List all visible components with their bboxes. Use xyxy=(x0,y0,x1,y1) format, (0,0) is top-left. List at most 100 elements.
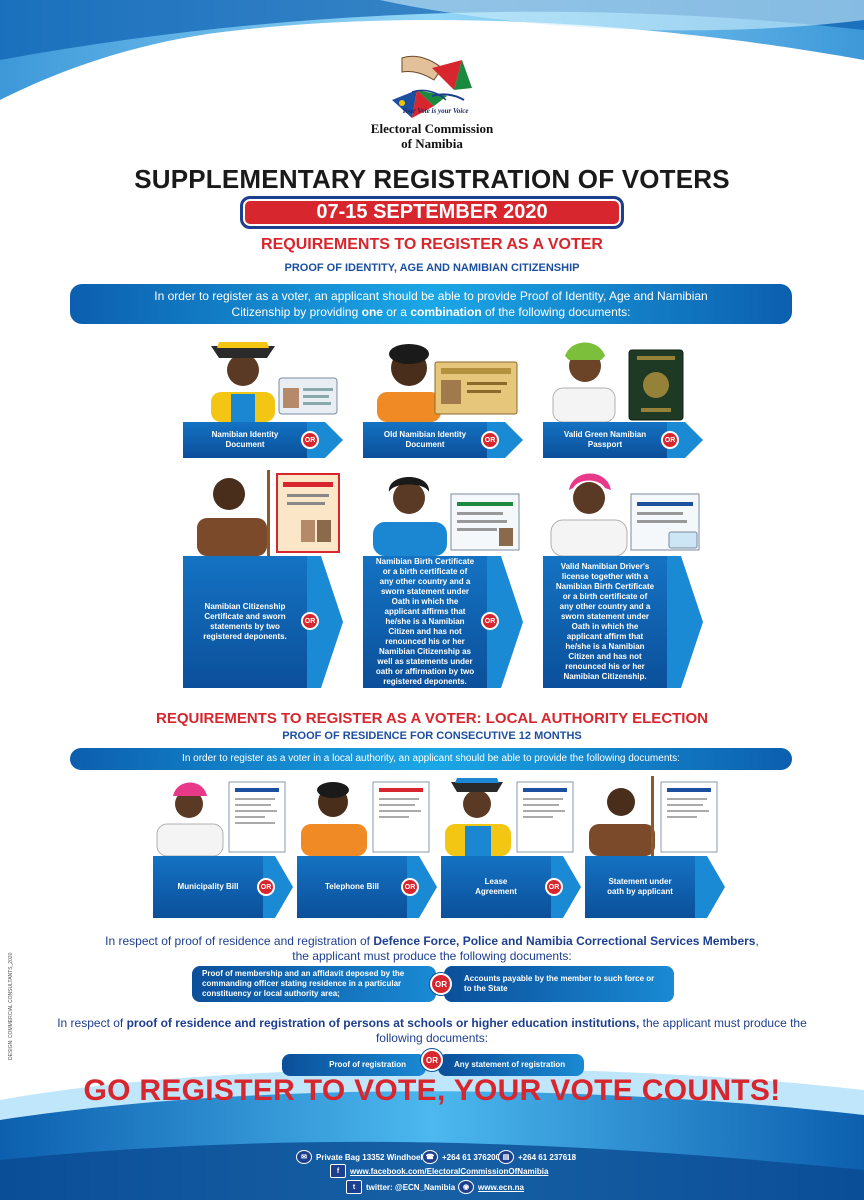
arrow-right-icon xyxy=(551,856,581,918)
intro-emphasis-combination: combination xyxy=(410,305,482,319)
or-badge: OR xyxy=(401,878,419,896)
arrow-right-icon xyxy=(263,856,293,918)
doc-card-namibian-id: Namibian Identity Document OR xyxy=(183,332,343,458)
intro-line2: Citizenship by providing one or a combin… xyxy=(70,304,792,320)
doc-label-municipality-bill: Municipality Bill xyxy=(153,856,263,918)
doc-card-green-passport: Valid Green Namibian Passport OR xyxy=(543,332,703,458)
defence-text-part: the applicant must produce the following… xyxy=(292,949,572,963)
schools-text-emphasis: proof of residence and registration of p… xyxy=(126,1016,640,1030)
local-authority-subtitle: PROOF OF RESIDENCE FOR CONSECUTIVE 12 MO… xyxy=(282,730,582,742)
or-badge: OR xyxy=(301,612,319,630)
arrow-right-icon xyxy=(695,856,725,918)
footer-phone: ☎+264 61 376200 xyxy=(422,1150,500,1164)
doc-label-statement-under-oath: Statement under oath by applicant xyxy=(585,856,695,918)
proof-subtitle: PROOF OF IDENTITY, AGE AND NAMIBIAN CITI… xyxy=(284,262,580,274)
doc-label-birth-certificate: Namibian Birth Certificate or a birth ce… xyxy=(363,556,487,688)
person-with-telephone-bill-illustration xyxy=(301,781,430,856)
mail-icon: ✉ xyxy=(296,1150,312,1164)
schools-option-proof: Proof of registration xyxy=(282,1054,426,1076)
design-credit: DESIGN: COMMERCIAL CONSULTANTS_2020 xyxy=(8,952,14,1060)
person-with-statement-illustration xyxy=(589,776,718,856)
or-badge: OR xyxy=(421,1049,443,1071)
person-with-passport-illustration xyxy=(552,342,684,422)
schools-text-part: the applicant must produce the xyxy=(639,1016,807,1030)
intro-emphasis-one: one xyxy=(361,305,383,319)
defence-text-part: In respect of proof of residence and reg… xyxy=(105,934,374,948)
footer-website[interactable]: ◉ www.ecn.na xyxy=(458,1180,524,1194)
doc-card-lease-agreement: Lease Agreement OR xyxy=(441,774,581,918)
doc-label-lease-agreement: Lease Agreement xyxy=(441,856,551,918)
defence-option-affidavit: Proof of membership and an affidavit dep… xyxy=(192,966,436,1002)
or-badge: OR xyxy=(430,973,452,995)
intro-text: Citizenship by providing xyxy=(231,305,362,319)
person-with-drivers-license-illustration xyxy=(550,473,700,556)
or-badge: OR xyxy=(257,878,275,896)
address-text: Private Bag 13352 Windhoek xyxy=(316,1152,425,1162)
phone-icon: ☎ xyxy=(422,1150,438,1164)
doc-label-namibian-id: Namibian Identity Document xyxy=(183,422,307,458)
doc-label-green-passport: Valid Green Namibian Passport xyxy=(543,422,667,458)
doc-card-birth-certificate: Namibian Birth Certificate or a birth ce… xyxy=(363,466,523,688)
twitter-handle[interactable]: twitter: @ECN_Namibia xyxy=(366,1182,456,1192)
defence-text-emphasis: Defence Force, Police and Namibia Correc… xyxy=(373,934,756,948)
local-authority-intro-bar: In order to register as a voter in a loc… xyxy=(70,748,792,770)
person-with-lease-agreement-illustration xyxy=(445,778,574,856)
arrow-right-icon xyxy=(307,422,343,458)
intro-line1: In order to register as a voter, an appl… xyxy=(154,289,708,303)
date-banner: 07-15 SEPTEMBER 2020 xyxy=(240,196,624,229)
top-ribbon-background xyxy=(0,0,864,100)
doc-card-drivers-license: Valid Namibian Driver's license together… xyxy=(543,466,703,688)
twitter-icon: t xyxy=(346,1180,362,1194)
schools-requirements-text: In respect of proof of residence and reg… xyxy=(40,1016,824,1046)
arrow-right-icon xyxy=(667,422,703,458)
arrow-right-icon xyxy=(307,556,343,688)
person-with-old-id-illustration xyxy=(377,344,518,422)
call-to-action: GO REGISTER TO VOTE, YOUR VOTE COUNTS! xyxy=(83,1074,781,1107)
facebook-link[interactable]: www.facebook.com/ElectoralCommissionOfNa… xyxy=(350,1166,549,1176)
or-badge: OR xyxy=(301,431,319,449)
or-badge: OR xyxy=(545,878,563,896)
arrow-right-icon xyxy=(407,856,437,918)
footer-address: ✉ Private Bag 13352 Windhoek xyxy=(296,1150,425,1164)
doc-card-citizenship-certificate: Namibian Citizenship Certificate and swo… xyxy=(183,466,343,688)
bottom-ribbon-background xyxy=(0,1068,864,1200)
person-with-birth-certificate-illustration xyxy=(373,477,520,556)
facebook-icon: f xyxy=(330,1164,346,1178)
local-authority-title: REQUIREMENTS TO REGISTER AS A VOTER: LOC… xyxy=(156,710,708,727)
doc-card-statement-under-oath: Statement under oath by applicant xyxy=(585,774,725,918)
logo-slogan: Your Vote is your Voice xyxy=(402,107,469,115)
defence-requirements-text: In respect of proof of residence and reg… xyxy=(40,934,824,964)
footer-twitter[interactable]: t twitter: @ECN_Namibia xyxy=(346,1180,455,1194)
ecn-logo xyxy=(392,55,472,118)
defence-option-accounts: Accounts payable by the member to such f… xyxy=(444,966,674,1002)
doc-label-drivers-license: Valid Namibian Driver's license together… xyxy=(543,556,667,688)
doc-label-citizenship-certificate: Namibian Citizenship Certificate and swo… xyxy=(183,556,307,688)
org-name-line1: Electoral Commission xyxy=(370,121,494,136)
globe-icon: ◉ xyxy=(458,1180,474,1194)
person-with-certificate-illustration xyxy=(197,470,340,556)
schools-text-part: In respect of xyxy=(57,1016,127,1030)
doc-label-old-namibian-id: Old Namibian Identity Document xyxy=(363,422,487,458)
requirements-title: REQUIREMENTS TO REGISTER AS A VOTER xyxy=(261,236,603,253)
identity-intro-bar: In order to register as a voter, an appl… xyxy=(70,284,792,324)
page-title: SUPPLEMENTARY REGISTRATION OF VOTERS xyxy=(134,164,730,194)
or-badge: OR xyxy=(661,431,679,449)
arrow-right-icon xyxy=(487,422,523,458)
schools-text-part: following documents: xyxy=(375,1031,489,1045)
schools-option-statement: Any statement of registration xyxy=(438,1054,584,1076)
website-link[interactable]: www.ecn.na xyxy=(478,1182,524,1192)
org-name-line2: of Namibia xyxy=(401,136,463,151)
footer-facebook[interactable]: f www.facebook.com/ElectoralCommissionOfN… xyxy=(330,1164,548,1178)
person-with-id-card-illustration xyxy=(211,342,338,422)
doc-label-telephone-bill: Telephone Bill xyxy=(297,856,407,918)
or-badge: OR xyxy=(481,612,499,630)
doc-card-telephone-bill: Telephone Bill OR xyxy=(297,774,437,918)
footer-fax: ▤+264 61 237618 xyxy=(498,1150,576,1164)
doc-card-old-namibian-id: Old Namibian Identity Document OR xyxy=(363,332,523,458)
intro-text: of the following documents: xyxy=(481,305,631,319)
arrow-right-icon xyxy=(487,556,523,688)
doc-card-municipality-bill: Municipality Bill OR xyxy=(153,774,293,918)
fax-text: +264 61 237618 xyxy=(518,1152,577,1162)
or-badge: OR xyxy=(481,431,499,449)
defence-text-part: , xyxy=(755,934,759,948)
